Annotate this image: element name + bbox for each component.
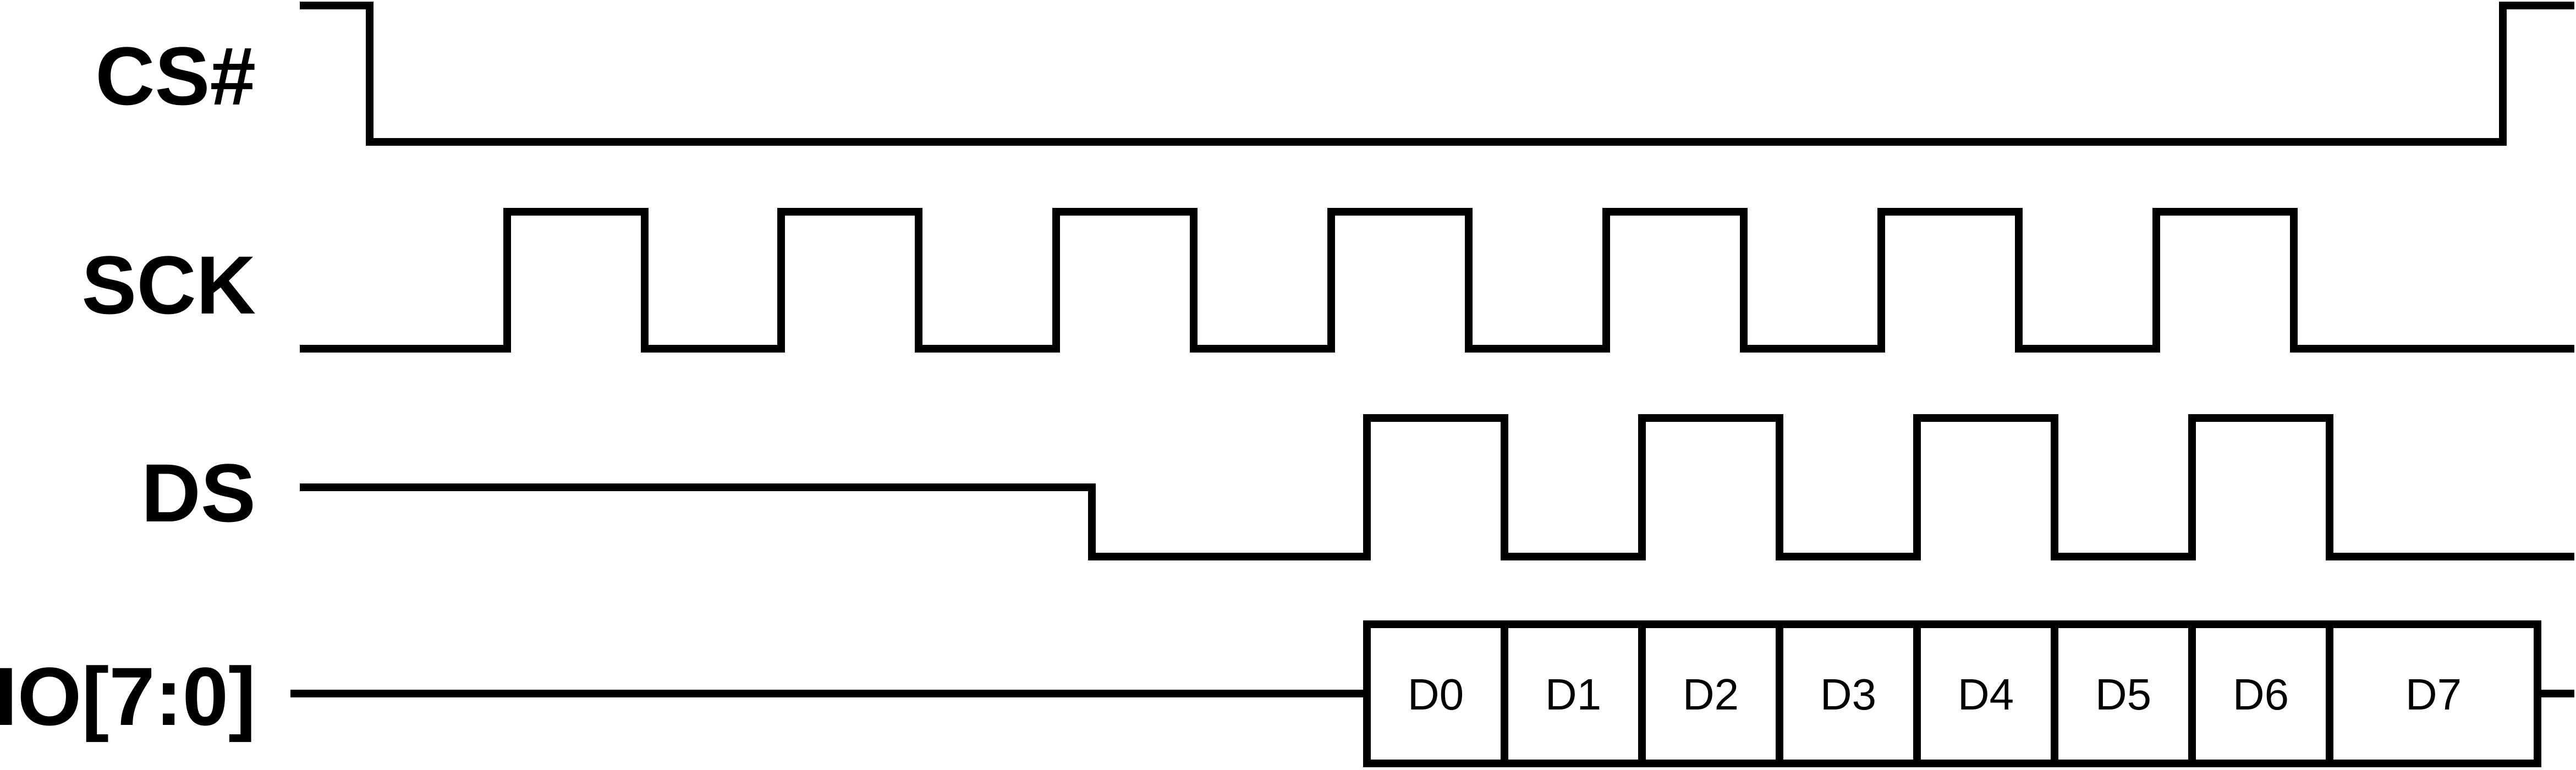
io-data-d3: D3 [1820,670,1876,719]
cs-waveform [300,2,2574,146]
io-data-d0: D0 [1408,670,1464,719]
io-data-d2: D2 [1683,670,1739,719]
io-data-d7: D7 [2405,670,2462,719]
io-data-d1: D1 [1545,670,1601,719]
ds-waveform [300,414,2574,560]
signal-label-io: IO[7:0] [0,650,256,743]
signal-label-sck: SCK [81,239,256,331]
io-cell-dividers [1501,624,2333,763]
io-data-d4: D4 [1958,670,2014,719]
signal-label-cs: CS# [95,30,256,122]
io-data-d5: D5 [2095,670,2151,719]
io-data-bus [1363,620,2541,767]
io-data-d6: D6 [2233,670,2289,719]
sck-waveform [300,208,2574,353]
signal-label-ds: DS [141,447,256,539]
